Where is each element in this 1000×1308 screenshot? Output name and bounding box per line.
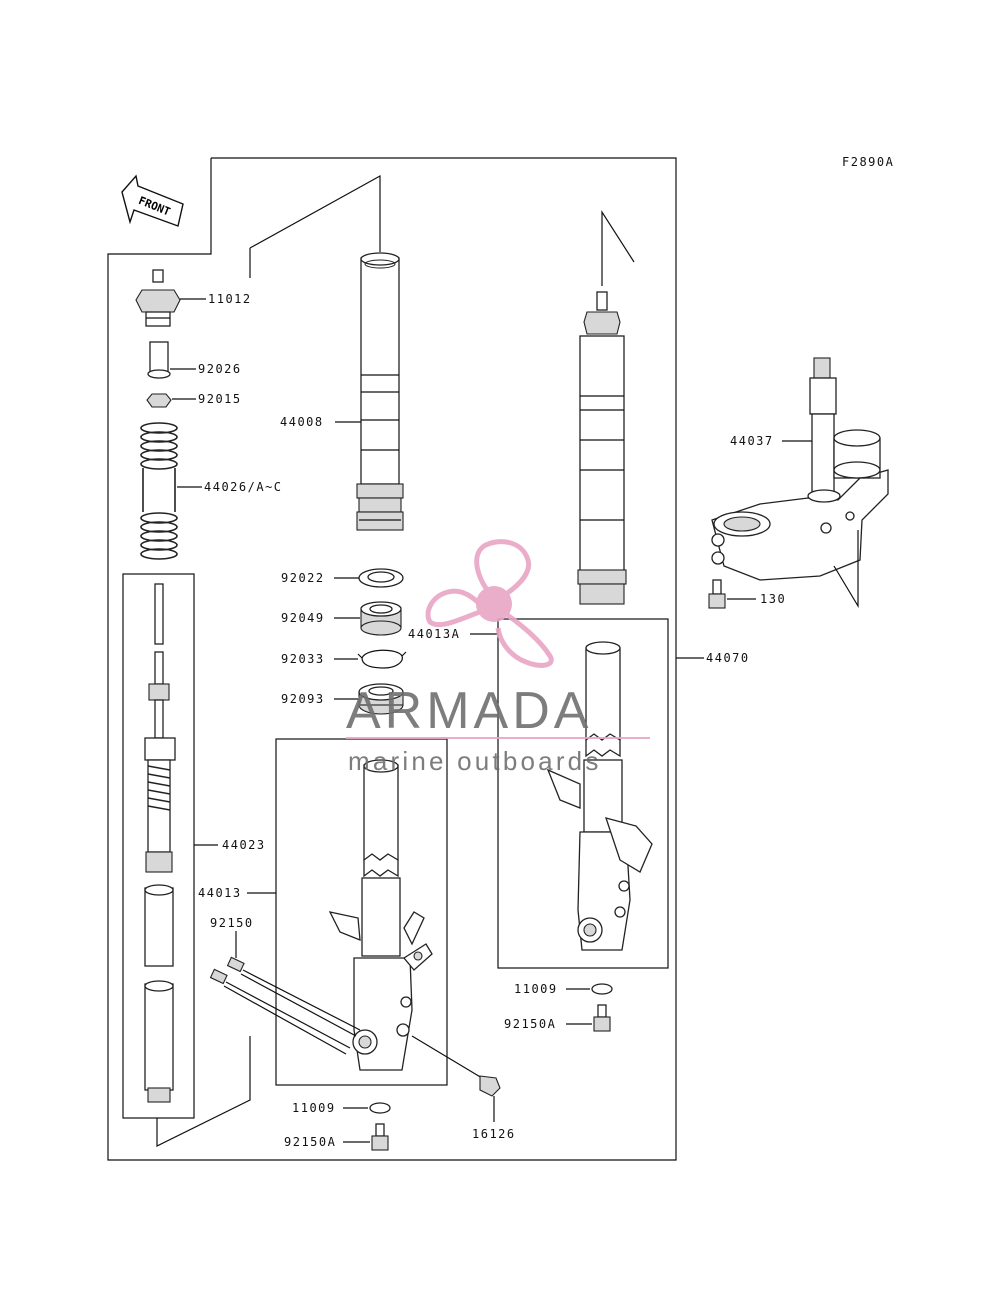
watermark-hub (476, 586, 512, 622)
label-44023: 44023 (222, 838, 266, 852)
inner-tube-part (356, 252, 404, 531)
label-44013a: 44013A (408, 627, 460, 641)
leader-44023-lower (156, 1036, 251, 1147)
gasket-part (369, 1102, 391, 1114)
damper-tube-part (144, 884, 174, 1103)
oil-seal-part (360, 601, 402, 636)
front-arrow-icon: FRONT (121, 174, 184, 227)
label-44013: 44013 (198, 886, 242, 900)
label-11009-right: 11009 (514, 982, 558, 996)
main-frame (107, 157, 677, 1161)
label-16126: 16126 (472, 1127, 516, 1141)
label-92093: 92093 (281, 692, 325, 706)
label-11009-left: 11009 (292, 1101, 336, 1115)
damper-group-box (122, 573, 195, 1119)
leader-44008-top (249, 174, 381, 252)
snap-ring-part (357, 649, 407, 669)
assembled-fork-outer-part (546, 641, 653, 951)
label-92033: 92033 (281, 652, 325, 666)
assembled-fork-inner-part (577, 291, 627, 605)
leader-stem-lower (833, 530, 859, 609)
nut-part (146, 393, 172, 408)
label-44037: 44037 (730, 434, 774, 448)
pinch-bolt-part (708, 579, 726, 609)
label-44008: 44008 (280, 415, 324, 429)
gasket-right-part (591, 983, 613, 995)
watermark-subtitle: marine outboards (348, 746, 602, 776)
label-44070: 44070 (706, 651, 750, 665)
damper-rod-part (144, 583, 176, 873)
top-cap-bolt-part (135, 269, 181, 327)
leader-fork-top (601, 209, 635, 286)
washer-part (358, 568, 404, 588)
damper-bolt-part (371, 1123, 389, 1151)
figure-code: F2890A (842, 155, 894, 169)
label-92026: 92026 (198, 362, 242, 376)
label-92015: 92015 (198, 392, 242, 406)
steering-stem-part (711, 357, 889, 581)
assembled-fork-group-box (497, 618, 669, 969)
dust-seal-part (358, 683, 404, 715)
label-92150a-right: 92150A (504, 1017, 556, 1031)
drain-bolt-part (411, 1035, 501, 1097)
label-92049: 92049 (281, 611, 325, 625)
spacer-part (147, 341, 171, 379)
watermark-title: ARMADA (346, 682, 592, 740)
fork-spring-part (140, 422, 178, 560)
outer-tube-part (328, 759, 433, 1071)
label-92150a-left: 92150A (284, 1135, 336, 1149)
axle-clamp-bolts-part (209, 956, 361, 1055)
label-92150: 92150 (210, 916, 254, 930)
label-92022: 92022 (281, 571, 325, 585)
label-44026: 44026/A~C (204, 480, 283, 494)
label-130: 130 (760, 592, 786, 606)
watermark: ARMADA marine outboards (346, 539, 650, 776)
watermark-propeller-icon (425, 539, 554, 668)
damper-bolt-right-part (593, 1004, 611, 1032)
label-11012: 11012 (208, 292, 252, 306)
